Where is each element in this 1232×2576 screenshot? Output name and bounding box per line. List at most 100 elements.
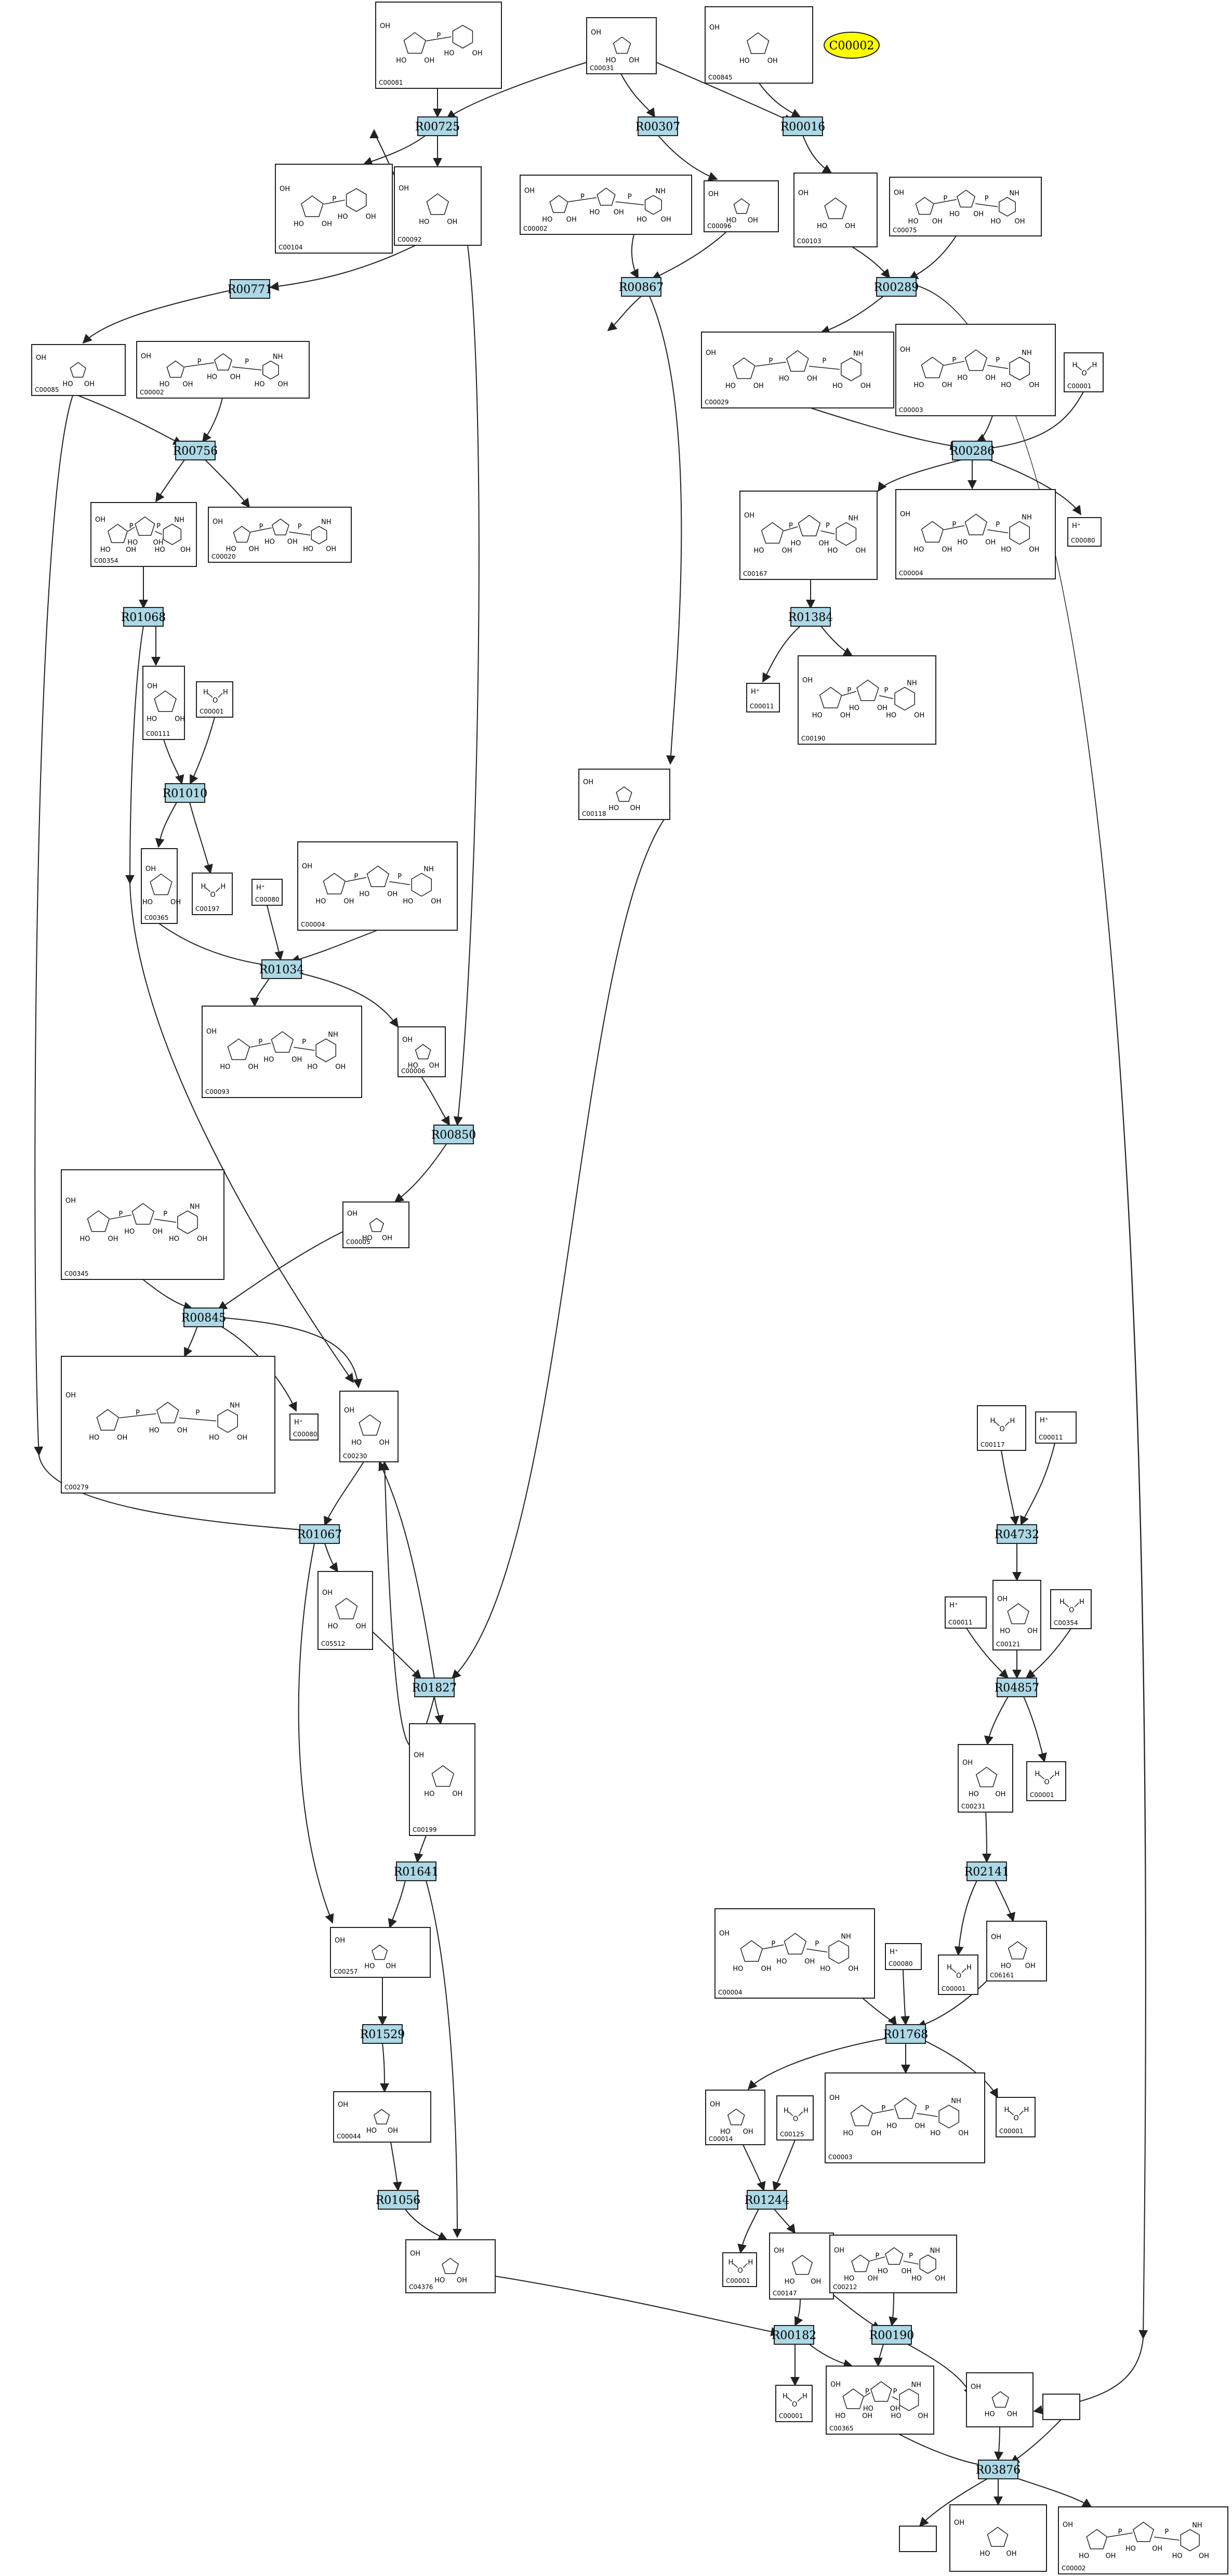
reaction-id: R01384 [788, 611, 833, 624]
reaction-node[interactable]: R00850 [431, 1125, 476, 1144]
reaction-node[interactable]: R01244 [745, 2190, 790, 2210]
reaction-edge [908, 235, 957, 280]
reaction-node[interactable]: R01068 [121, 607, 166, 627]
reaction-node[interactable]: R01641 [394, 1861, 439, 1881]
reaction-node[interactable]: R01768 [883, 2024, 929, 2044]
reaction-node[interactable]: R00190 [869, 2325, 915, 2345]
reaction-node[interactable]: R00771 [228, 279, 273, 299]
compound-box[interactable]: H⁺C00080 [1067, 517, 1102, 547]
reaction-node[interactable]: R04732 [995, 1524, 1040, 1544]
reaction-node[interactable]: R01067 [297, 1524, 342, 1544]
reaction-node[interactable]: R00289 [874, 277, 919, 297]
compound-box[interactable] [1042, 2394, 1080, 2420]
reaction-node[interactable]: R04857 [995, 1677, 1040, 1697]
compound-box[interactable]: H⁺C00011 [945, 1596, 987, 1629]
compound-box[interactable]: H⁺C00080 [289, 1414, 319, 1441]
compound-box[interactable] [899, 2526, 937, 2552]
compound-box[interactable]: H⁺C00080 [885, 1943, 922, 1970]
atom-label: OH [811, 2278, 821, 2286]
atom-label: HO [408, 1062, 418, 1070]
reaction-node[interactable]: R00756 [173, 441, 218, 460]
compound-box[interactable]: H⁺C00011 [746, 683, 780, 712]
reaction-node[interactable]: R00845 [181, 1307, 227, 1327]
reaction-node[interactable]: R02141 [964, 1861, 1010, 1881]
reaction-node[interactable]: R00182 [772, 2325, 817, 2345]
compound-box[interactable]: H⁺C00080 [251, 879, 283, 906]
compound-id: C00093 [205, 1088, 230, 1095]
legend-node[interactable]: C00002 [824, 32, 880, 59]
reaction-node[interactable]: R00016 [780, 116, 826, 136]
reaction-node[interactable]: R03876 [976, 2460, 1021, 2479]
compound-id: C00011 [1039, 1434, 1063, 1441]
reaction-node[interactable]: R00867 [619, 277, 664, 297]
reaction-node[interactable]: R01384 [788, 607, 833, 627]
compound-box[interactable]: H⁺C00011 [1035, 1411, 1077, 1444]
reaction-node[interactable]: R00725 [415, 116, 460, 136]
reaction-node[interactable]: R01034 [259, 959, 304, 979]
atom-label: P [826, 522, 830, 530]
reaction-node[interactable]: R00307 [635, 116, 681, 136]
reaction-node[interactable]: R01827 [412, 1677, 457, 1697]
reaction-node[interactable]: R01056 [376, 2190, 421, 2210]
reaction-node[interactable]: R00286 [950, 441, 995, 460]
reaction-node[interactable]: R01010 [163, 783, 208, 803]
reaction-node[interactable]: R01529 [360, 2024, 405, 2044]
